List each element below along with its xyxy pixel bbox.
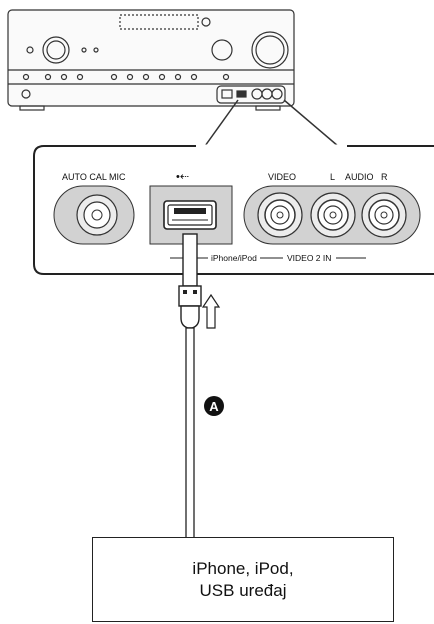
volume-knob [251, 31, 289, 69]
button [81, 47, 87, 53]
button [26, 46, 34, 54]
video-label: VIDEO [268, 172, 296, 182]
audio-label: AUDIO [345, 172, 374, 182]
usb-connector-head [178, 285, 202, 307]
usb-device-box: iPhone, iPod, USB uređaj [92, 537, 394, 622]
cable-wire [185, 327, 195, 539]
audio-l-label: L [330, 172, 335, 182]
iphone-ipod-label: iPhone/iPod [211, 253, 257, 263]
receiver-button-row [22, 73, 230, 81]
av-receiver [7, 9, 295, 111]
zoom-callout [204, 99, 339, 147]
cable-label-a: A [204, 396, 224, 416]
audio-l-jack [310, 192, 356, 238]
usb-icon: •⇠ [176, 171, 189, 183]
mic-jack-small [21, 89, 31, 99]
cable-label-letter: A [209, 399, 219, 414]
video2-in-label: VIDEO 2 IN [287, 253, 331, 263]
insert-arrow-icon [201, 293, 221, 329]
button [93, 47, 99, 53]
usb-connector-body [180, 305, 200, 329]
usb-port-small [221, 89, 233, 99]
front-jack-cluster [216, 85, 286, 104]
video-jack [257, 192, 303, 238]
front-panel-detail: AUTO CAL MIC •⇠ VIDEO L AUDIO R [33, 144, 434, 275]
device-label-line1: iPhone, iPod, [192, 558, 294, 578]
receiver-foot-left [19, 105, 45, 111]
receiver-foot-right [255, 105, 281, 111]
power-indicator [201, 17, 211, 27]
usb-cable-plug [182, 233, 198, 287]
tuning-knob [211, 39, 233, 61]
audio-r-jack [361, 192, 407, 238]
input-knob [42, 36, 70, 64]
audio-r-label: R [381, 172, 388, 182]
auto-cal-mic-label: AUTO CAL MIC [62, 172, 126, 182]
receiver-body [7, 9, 295, 107]
display-window [119, 14, 199, 30]
device-label-line2: USB uređaj [199, 580, 287, 600]
usb-cable [178, 233, 202, 539]
